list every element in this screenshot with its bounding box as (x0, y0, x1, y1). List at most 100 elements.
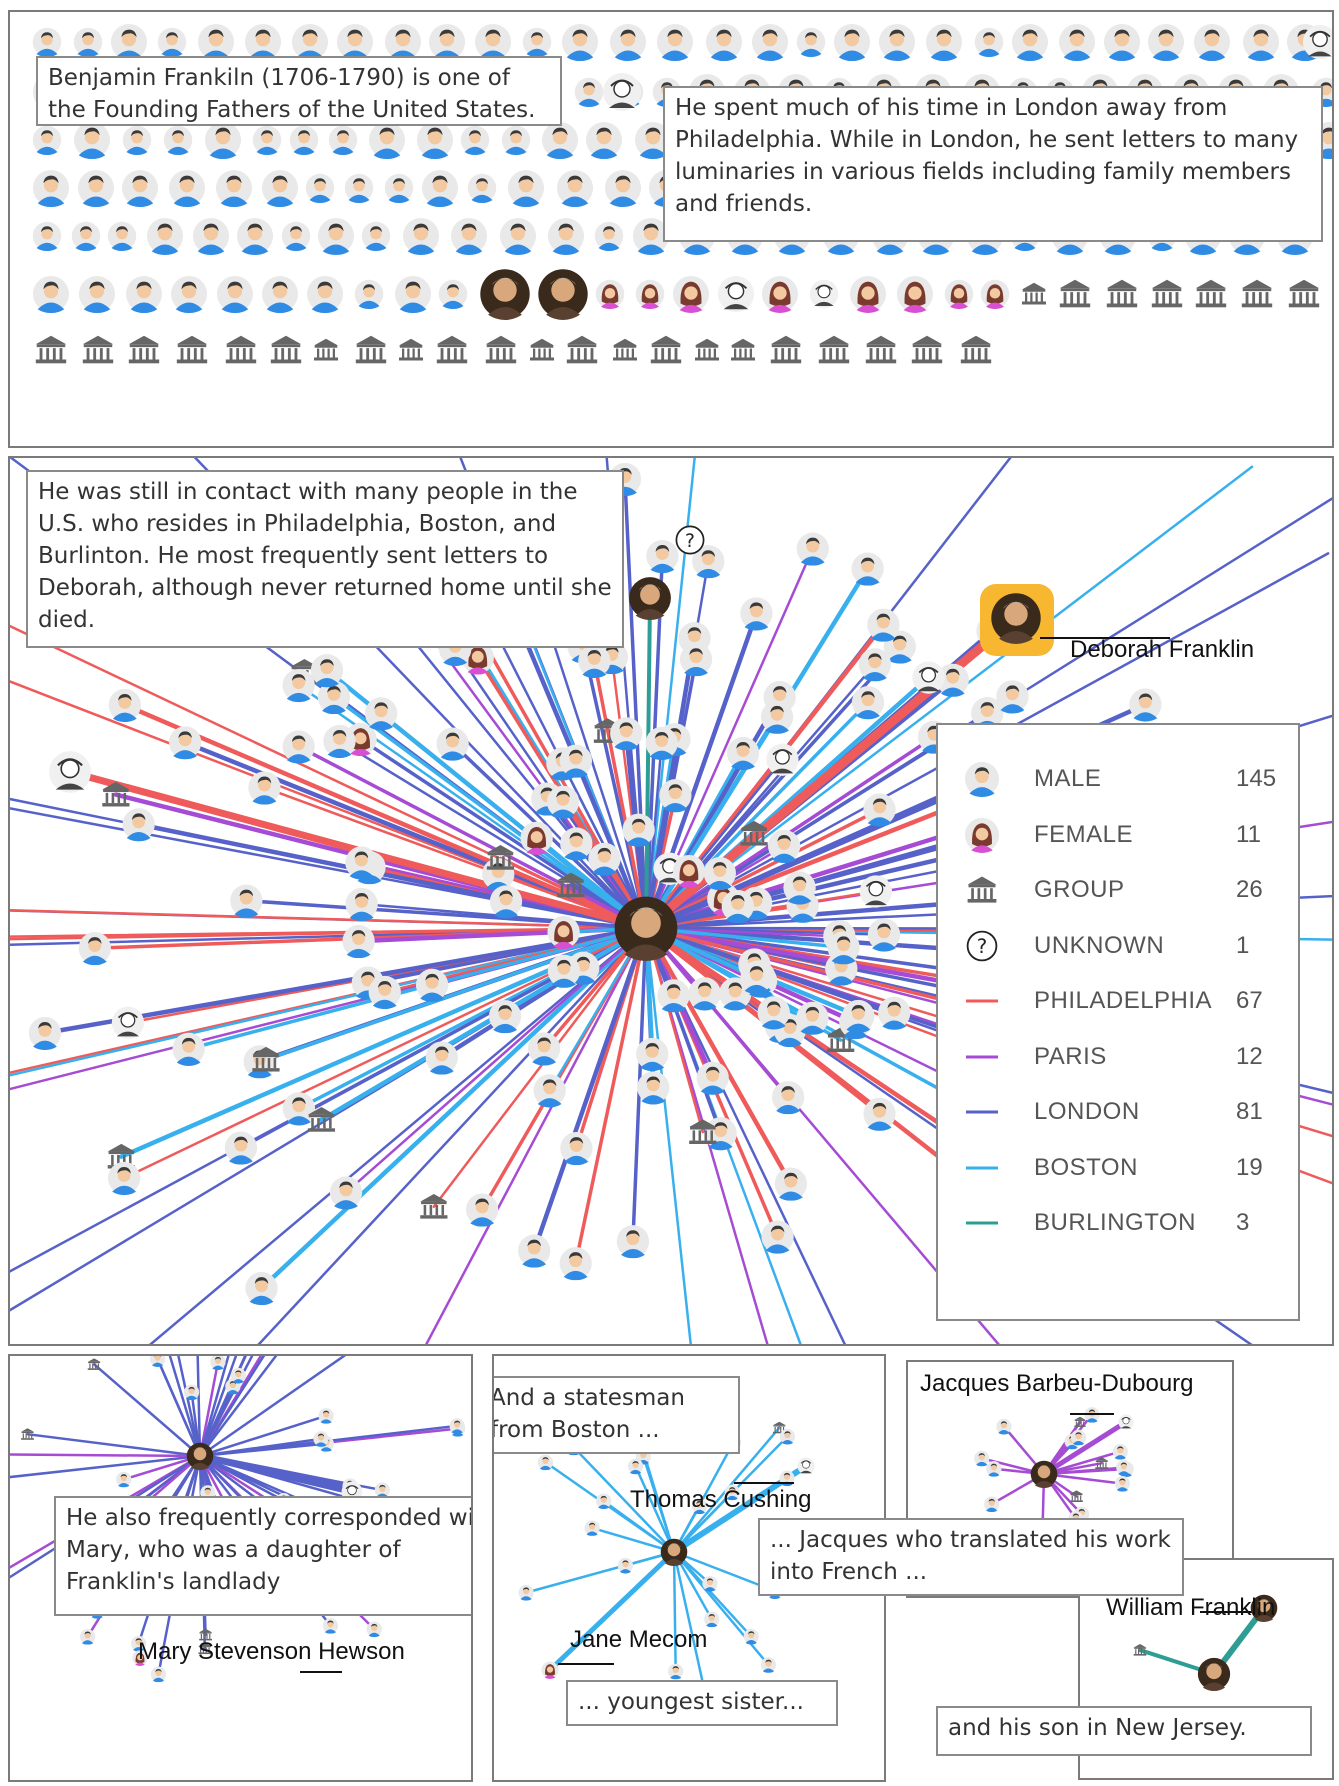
correspondence-edge (644, 926, 705, 1134)
male-person-icon (1058, 23, 1096, 61)
son-note: and his son in New Jersey. (936, 1706, 1312, 1756)
intro-note: Benjamin Frankiln (1706-1790) is one of … (36, 56, 562, 126)
male-person-icon (150, 1666, 167, 1683)
building-group-icon (355, 335, 387, 364)
male-person-icon (384, 173, 414, 203)
building-group-icon (613, 338, 637, 361)
legend-count: 26 (1236, 876, 1263, 903)
male-person-icon (252, 125, 282, 155)
building-group-icon (485, 335, 517, 364)
building-group-icon (566, 335, 598, 364)
mary-stevenson-hewson-label: Mary Stevenson Hewson (138, 1638, 405, 1665)
correspondence-edge (644, 926, 723, 1136)
correspondence-edge (198, 1437, 323, 1458)
building-group-icon (530, 338, 554, 361)
legend-label: PHILADELPHIA (1034, 987, 1213, 1014)
legend-label: LONDON (1034, 1098, 1140, 1125)
female-person-icon (896, 275, 934, 313)
male-person-icon (345, 887, 378, 921)
correspondence-edge (672, 1550, 677, 1673)
building-group-icon (1059, 279, 1091, 308)
correspondence-edge (244, 898, 648, 930)
female-person-icon (541, 1661, 559, 1679)
female-person-icon (635, 279, 665, 309)
male-person-icon (522, 27, 552, 57)
male-person-icon (368, 121, 406, 159)
male-person-icon (342, 925, 375, 959)
male-person-icon (421, 169, 459, 207)
male-person-icon (760, 1657, 777, 1673)
male-person-icon (216, 275, 254, 313)
male-person-icon (281, 221, 311, 251)
legend-row-paris: PARIS 12 (938, 1037, 1298, 1077)
male-person-icon (261, 169, 299, 207)
male-person-icon (322, 1618, 339, 1634)
male-person-icon (561, 23, 599, 61)
male-person-icon (740, 597, 773, 631)
male-person-icon (489, 885, 523, 919)
correspondence-edge (92, 1363, 202, 1458)
correspondence-edge (644, 926, 847, 1344)
male-person-icon (77, 169, 115, 207)
male-person-icon (32, 27, 62, 57)
male-person-icon (230, 884, 263, 918)
male-person-icon (1129, 688, 1162, 722)
male-person-icon (368, 975, 401, 1010)
male-person-icon (122, 125, 152, 155)
legend-swatch (966, 1221, 998, 1225)
legend-count: 12 (1236, 1042, 1263, 1070)
legend-count: 11 (1236, 820, 1261, 848)
correspondence-edge (198, 1414, 328, 1458)
portrait-icon (629, 577, 671, 620)
male-person-icon (80, 1629, 96, 1645)
male-person-icon (518, 1234, 551, 1268)
correspondence-edge (154, 1356, 202, 1458)
female-person-icon (761, 275, 799, 313)
male-person-icon (122, 808, 155, 842)
male-person-icon (679, 643, 713, 677)
correspondence-edge (122, 702, 649, 931)
correspondence-edge (572, 1446, 676, 1554)
male-person-icon (170, 275, 208, 313)
correspondence-edge (644, 926, 970, 1008)
male-person-icon (1147, 23, 1185, 61)
male-person-icon (499, 217, 537, 255)
male-person-icon (116, 1471, 132, 1488)
correspondence-edge (642, 1455, 676, 1554)
mary-panel: He also frequently corresponded with Mar… (8, 1354, 473, 1782)
male-person-icon (248, 771, 281, 805)
male-person-icon (751, 23, 789, 61)
correspondence-edge (198, 1356, 266, 1458)
male-person-icon (796, 27, 826, 57)
sketch-icon (797, 1457, 815, 1475)
building-group-icon (35, 335, 67, 364)
male-person-icon (245, 1272, 278, 1306)
male-person-icon (574, 77, 604, 107)
correspondence-edge (198, 1356, 238, 1458)
male-person-icon (460, 125, 490, 155)
male-person-icon (547, 217, 585, 255)
male-person-icon (518, 1585, 534, 1601)
male-person-icon (878, 23, 916, 61)
male-person-icon (394, 275, 432, 313)
legend-swatch (966, 1110, 998, 1114)
male-person-icon (344, 173, 374, 203)
legend-label: UNKNOWN (1034, 931, 1165, 959)
correspondence-edge (296, 744, 648, 930)
correspondence-edge (672, 1491, 734, 1554)
correspondence-edge (644, 926, 846, 950)
male-person-icon (192, 217, 230, 255)
question-mark-icon (675, 525, 705, 555)
correspondence-edge (358, 737, 648, 930)
correspondence-edge (547, 626, 648, 930)
building-group-icon (314, 338, 338, 361)
male-person-icon (121, 169, 159, 207)
legend-label: PARIS (1034, 1042, 1107, 1070)
correspondence-edge (263, 786, 648, 930)
male-person-icon (488, 1000, 522, 1034)
